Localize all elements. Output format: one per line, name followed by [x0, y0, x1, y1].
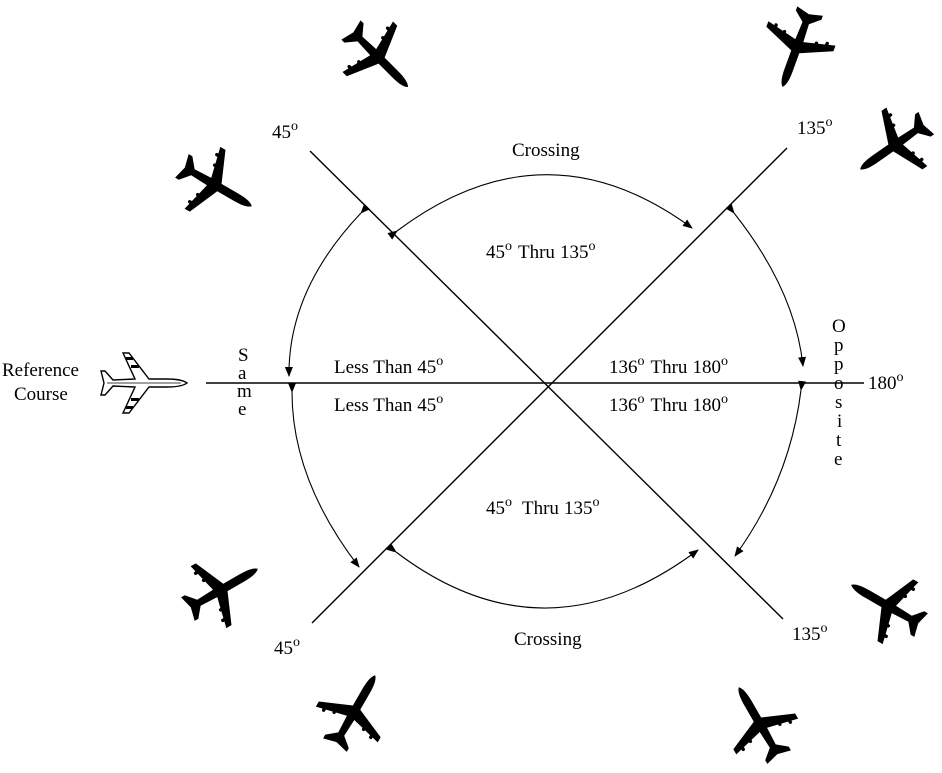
aircraft-icon-bottom-right-upper [833, 553, 939, 657]
svg-text:O: O [832, 316, 846, 337]
crossing-label-top: Crossing [512, 140, 580, 161]
arrow-opposite-top [725, 203, 807, 367]
svg-text:e: e [834, 449, 842, 470]
aircraft-icon-bottom-left-upper [170, 537, 276, 641]
svg-text:p: p [834, 354, 844, 375]
angle-label-right: 180o [868, 370, 904, 394]
svg-text:i: i [837, 411, 842, 432]
aircraft-icon-bottom-left-lower [303, 657, 407, 763]
aircraft-icon-top-left-lower [164, 134, 270, 238]
svg-text:s: s [835, 392, 842, 413]
arrow-same-top [284, 203, 371, 377]
aircraft-icon-top-right-lower [839, 93, 942, 199]
diagonal-45-135-line [309, 150, 784, 620]
angle-label-upper-right: 135o [797, 115, 833, 139]
angle-label-upper-left: 45o [272, 119, 298, 143]
arrow-opposite-bottom [734, 380, 807, 557]
same-vertical-label: S a m e [237, 345, 252, 420]
reference-label-line1: Reference [2, 360, 79, 381]
aircraft-icon-top-right-upper [748, 0, 844, 100]
opposite-vertical-label: O p p o s i t e [832, 316, 846, 470]
svg-text:e: e [238, 399, 246, 420]
arrow-crossing-bottom [386, 543, 699, 609]
svg-text:m: m [237, 381, 252, 402]
svg-text:S: S [238, 345, 249, 366]
aircraft-icon-top-left-upper [325, 4, 434, 113]
aircraft-icon-bottom-right-lower [707, 669, 811, 773]
svg-text:t: t [836, 430, 842, 451]
crossing-label-bottom: Crossing [514, 629, 582, 650]
arrow-crossing-top [387, 174, 693, 240]
angle-label-lower-right: 135o [792, 621, 828, 645]
reference-aircraft-icon [100, 352, 189, 414]
svg-text:o: o [834, 373, 844, 394]
arrow-same-bottom [287, 382, 360, 568]
angle-label-lower-left: 45o [274, 635, 300, 659]
reference-label-line2: Course [14, 384, 68, 405]
svg-text:p: p [834, 335, 844, 356]
svg-text:a: a [238, 363, 247, 384]
